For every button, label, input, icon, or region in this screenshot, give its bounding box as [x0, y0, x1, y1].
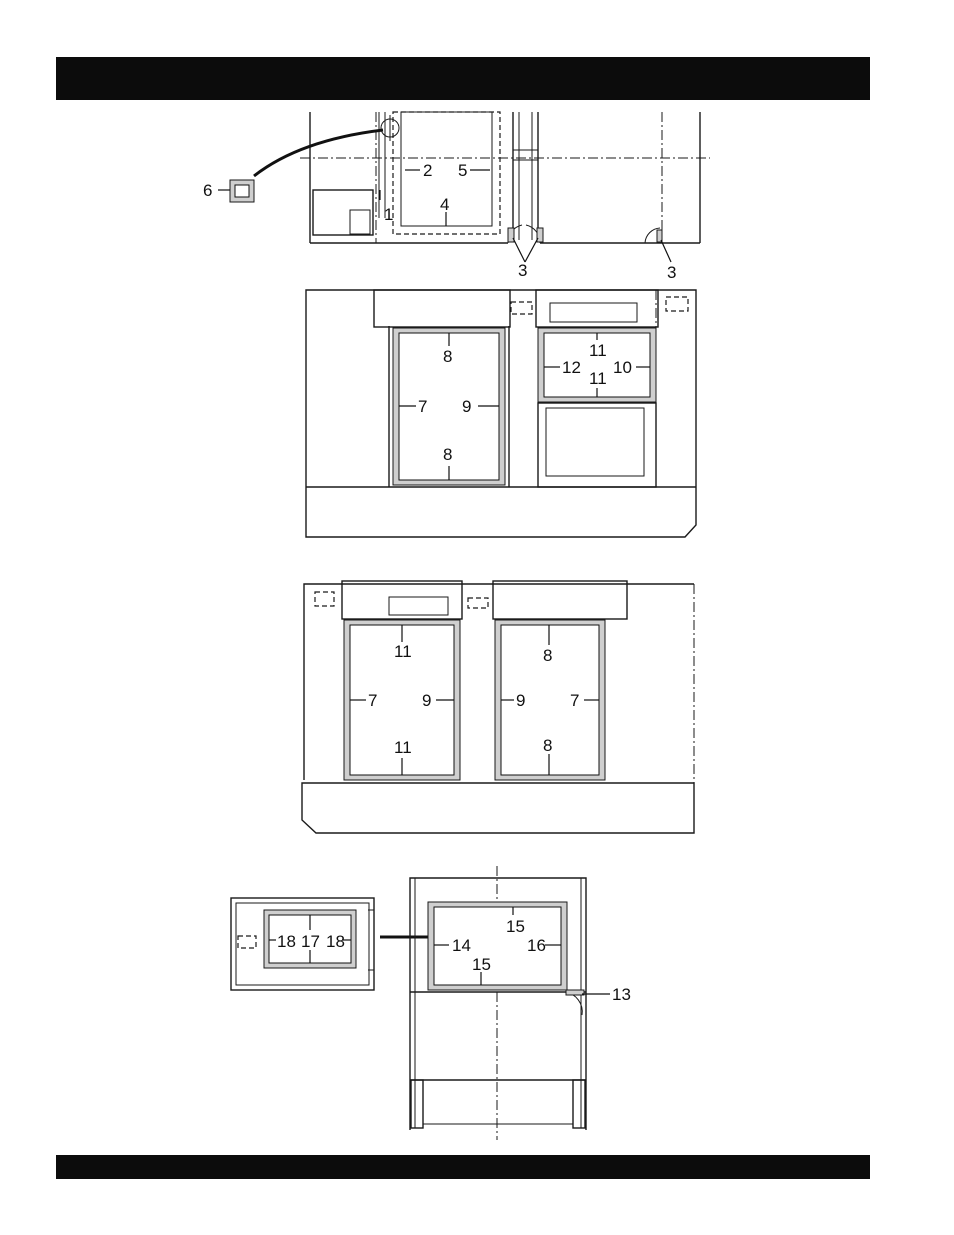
- callout-10: 10: [613, 358, 632, 377]
- callout-12: 12: [562, 358, 581, 377]
- callout-15-top: 15: [506, 917, 525, 936]
- view-rear-elevation: 11 11 7 9 8 8 9 7: [302, 581, 694, 833]
- callout-3a: 3: [518, 261, 527, 280]
- callout-5: 5: [458, 161, 467, 180]
- callout-11-bottom: 11: [394, 738, 412, 757]
- callout-14: 14: [452, 936, 471, 955]
- callout-4: 4: [440, 195, 449, 214]
- callout-13: 13: [612, 985, 631, 1004]
- callout-9: 9: [462, 397, 471, 416]
- callout-9-right: 9: [516, 691, 525, 710]
- callout-8-top: 8: [443, 347, 452, 366]
- view-top-plan: 6 1 2 5 4 3 3: [203, 112, 710, 282]
- callout-8-top: 8: [543, 646, 552, 665]
- callout-18-left: 18: [277, 932, 296, 951]
- callout-16: 16: [527, 936, 546, 955]
- callout-8-bottom: 8: [543, 736, 552, 755]
- callout-15-bottom: 15: [472, 955, 491, 974]
- callout-2: 2: [423, 161, 432, 180]
- callout-3b: 3: [667, 263, 676, 282]
- callout-11-top: 11: [394, 642, 412, 661]
- callout-7-left: 7: [368, 691, 377, 710]
- callout-18-right: 18: [326, 932, 345, 951]
- callout-7-right: 7: [570, 691, 579, 710]
- callout-8-bottom: 8: [443, 445, 452, 464]
- callout-9-left: 9: [422, 691, 431, 710]
- callout-7: 7: [418, 397, 427, 416]
- callout-6: 6: [203, 181, 212, 200]
- callout-17: 17: [301, 932, 320, 951]
- view-front-elevation: 8 8 7 9 11 11 12 10: [306, 290, 696, 537]
- callout-11-top: 11: [589, 341, 607, 360]
- view-side-elevation: 18 17 18 15 14 16 15 13: [231, 866, 631, 1140]
- callout-11-bottom: 11: [589, 369, 607, 388]
- callout-1: 1: [384, 205, 393, 224]
